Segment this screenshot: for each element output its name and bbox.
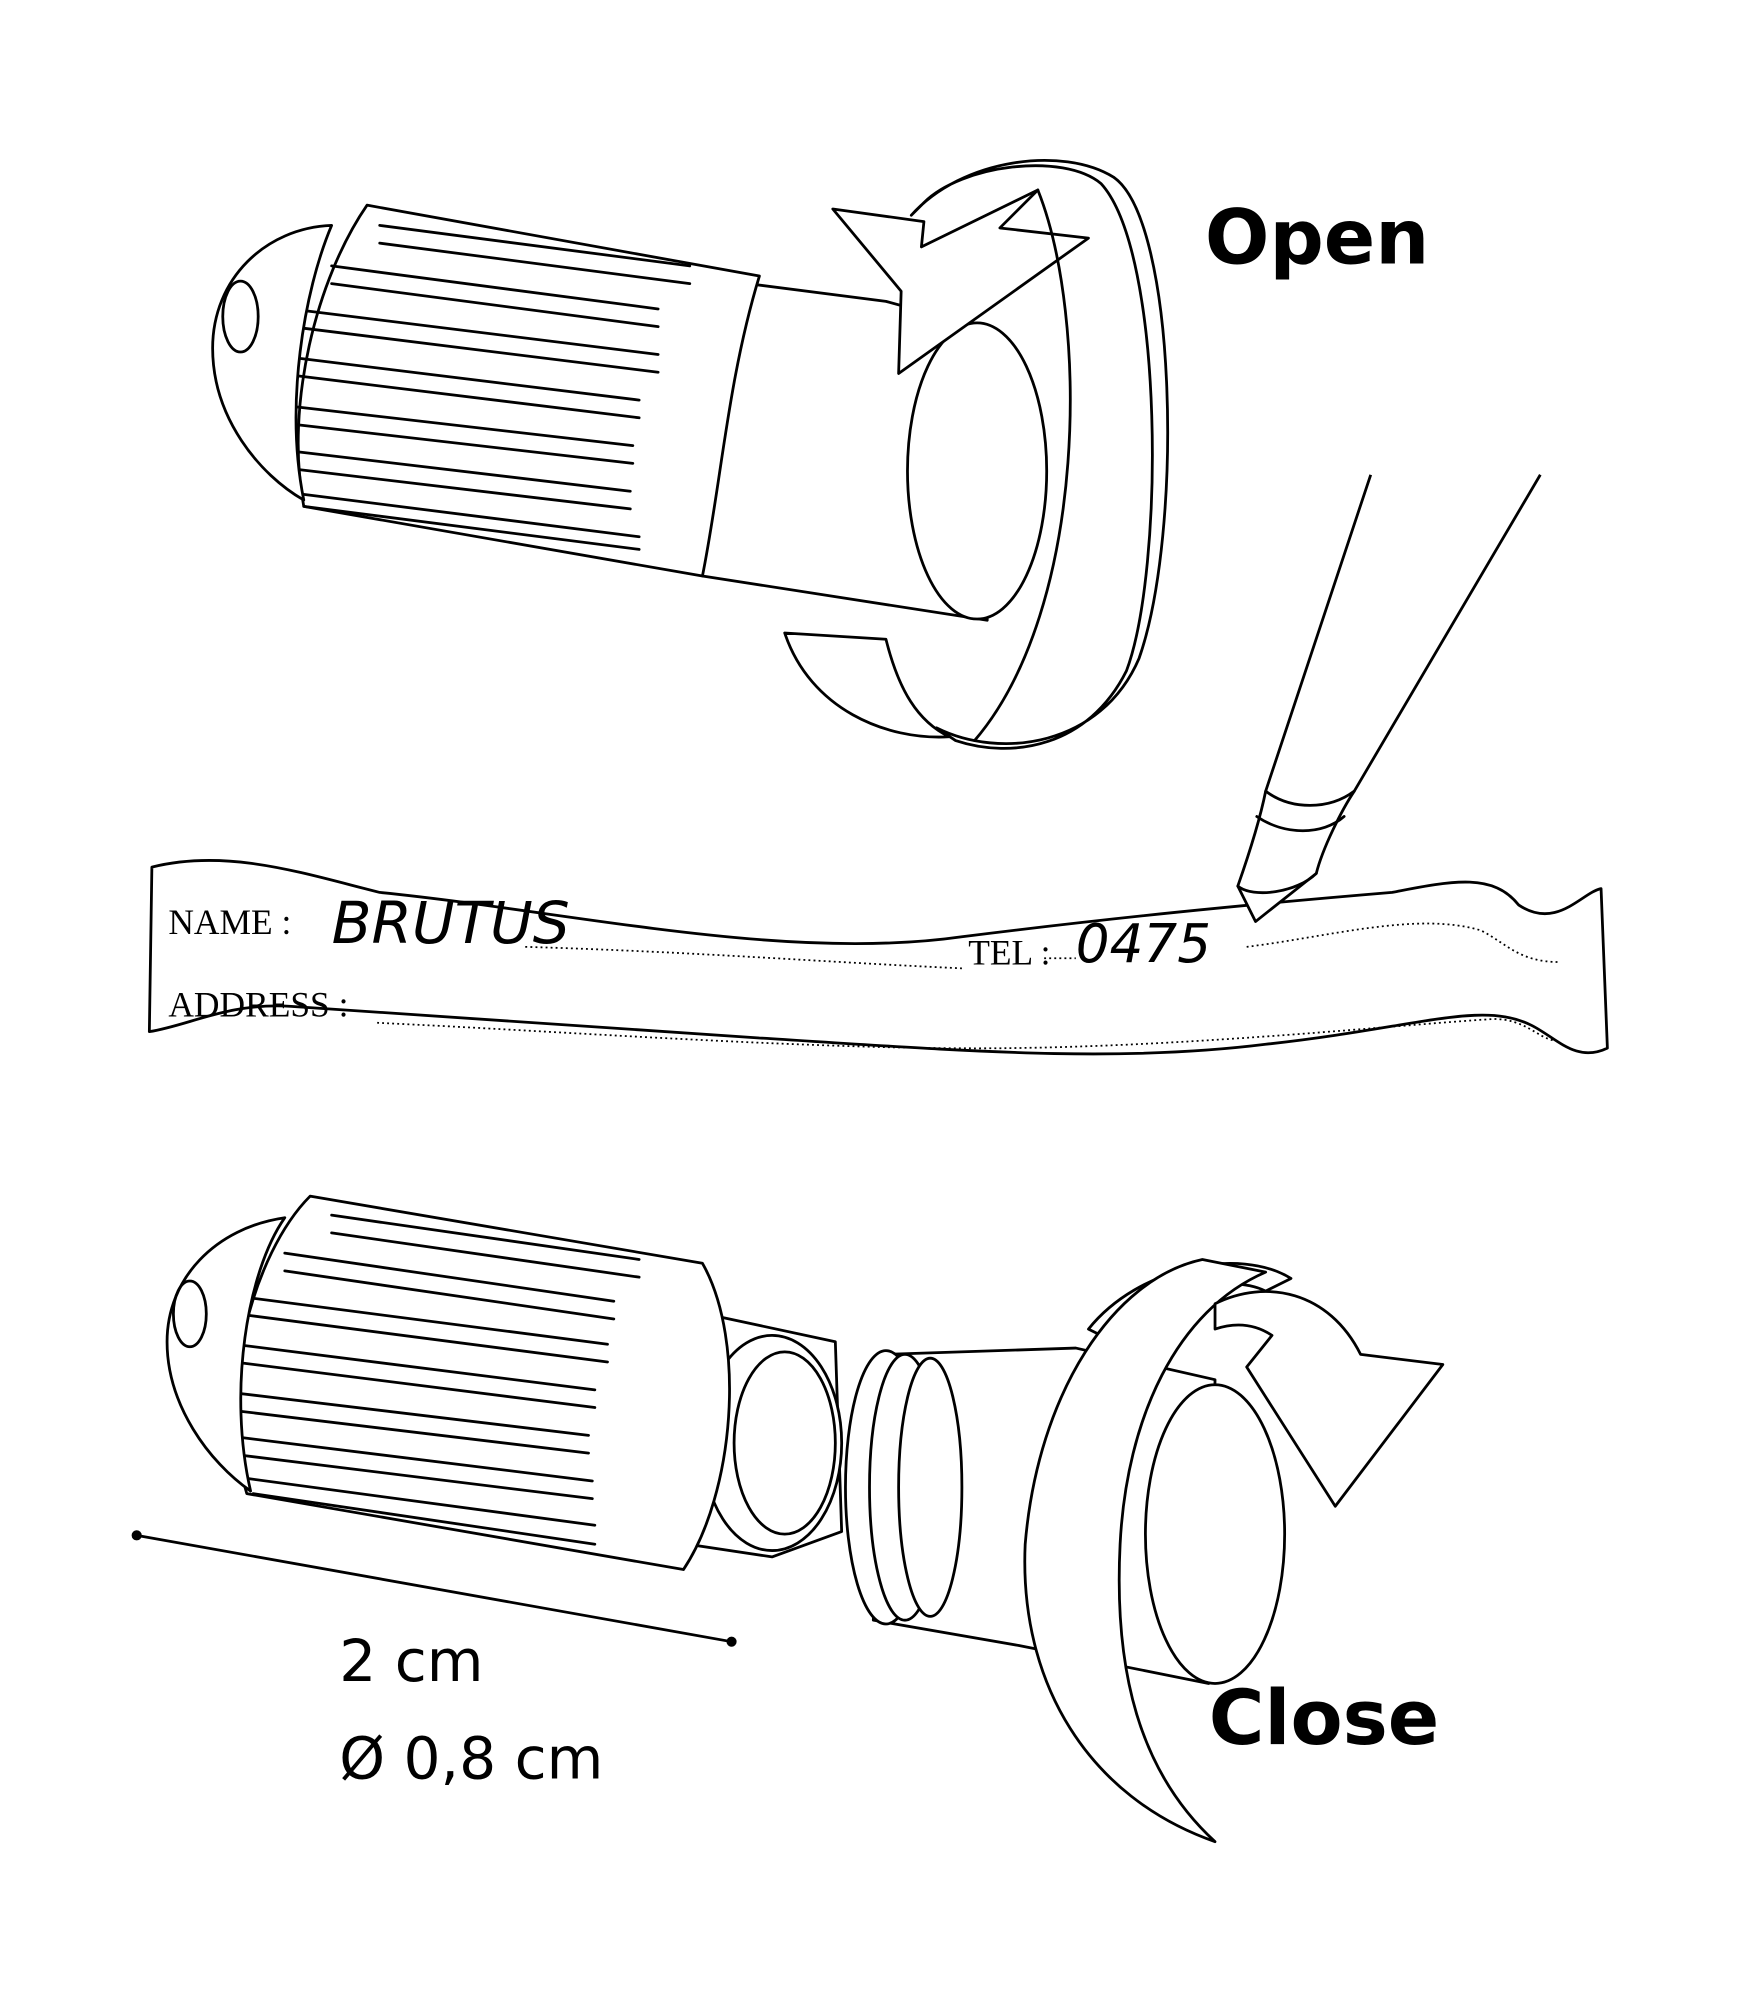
open-rotation-ring-edge: [973, 188, 1072, 742]
bottom-dome-cap: [165, 1216, 287, 1493]
bottom-cap-hole: [172, 1279, 208, 1349]
address-dotted-line: [377, 1018, 1555, 1050]
tel-label: TEL :: [968, 933, 1050, 973]
name-tag: NAME : BRUTUS TEL : 0475 ADDRESS :: [147, 858, 1609, 1056]
close-rotation-ring: [1023, 1258, 1268, 1844]
close-rotation-arrow-head: [1213, 1290, 1445, 1508]
open-rotation-arrow-head: [831, 188, 1090, 375]
name-tag-strip: [147, 858, 1609, 1056]
top-dome-cap: [211, 224, 333, 502]
tel-value: 0475: [1076, 913, 1211, 975]
bottom-connector: [165, 1194, 1445, 1844]
bottom-male-opening: [1144, 1383, 1287, 1685]
diameter-label: Ø 0,8 cm: [339, 1724, 603, 1792]
bottom-knurled-body: [233, 1194, 731, 1571]
bottom-female-opening: [732, 1350, 837, 1536]
bottom-grooves: [228, 1213, 641, 1546]
open-label: Open: [1205, 193, 1429, 281]
top-neck-opening: [906, 321, 1049, 621]
close-label: Close: [1209, 1674, 1440, 1762]
name-label: NAME :: [168, 902, 291, 942]
length-label: 2 cm: [339, 1627, 483, 1695]
name-value: BRUTUS: [332, 889, 570, 957]
bottom-male-thread-3: [897, 1356, 964, 1618]
address-label: ADDRESS :: [168, 984, 348, 1024]
name-tel-dotted-line: [525, 922, 1560, 970]
open-rotation-arrow-tail: [783, 631, 951, 739]
length-dimension: [131, 1530, 737, 1647]
top-connector: [211, 159, 1170, 750]
top-knurled-body: [296, 203, 761, 578]
pen-icon: [1236, 474, 1542, 923]
top-cap-hole: [221, 279, 260, 354]
top-grooves: [279, 224, 692, 551]
